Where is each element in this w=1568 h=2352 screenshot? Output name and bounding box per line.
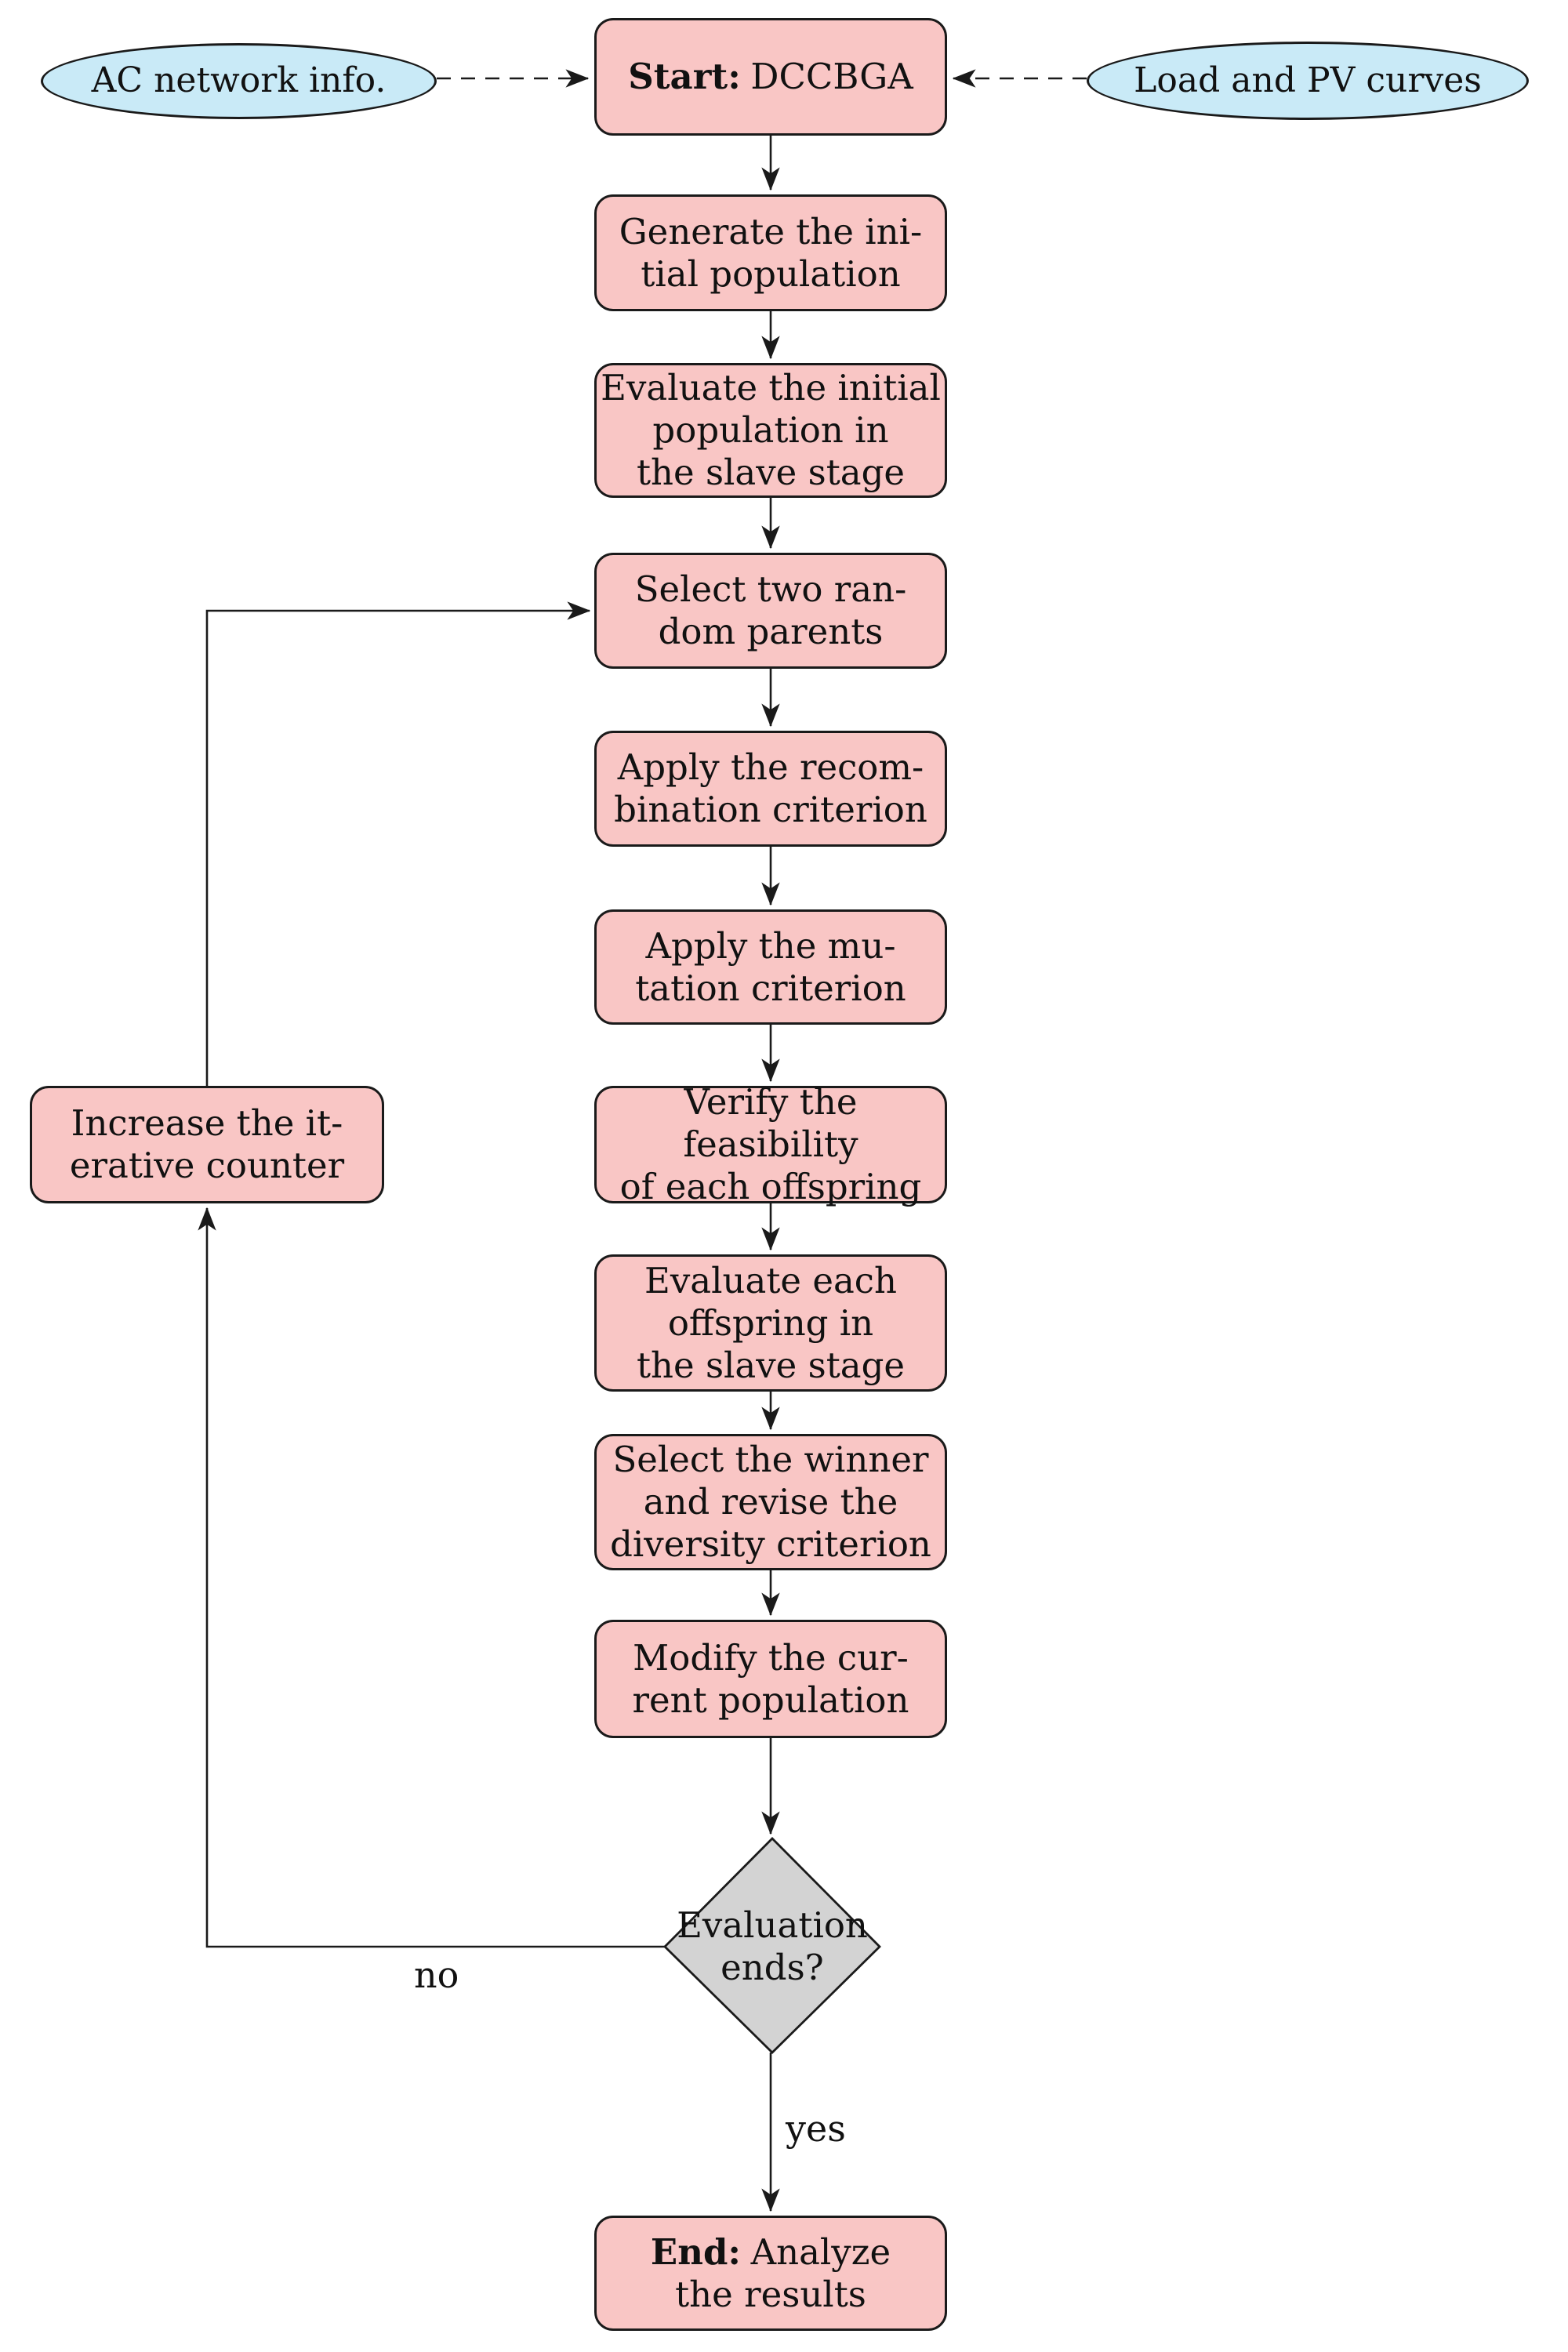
- step-increase-counter: Increase the it- erative counter: [30, 1086, 384, 1203]
- start-text: DCCBGA: [750, 56, 913, 97]
- step-label: Modify the cur-: [633, 1636, 909, 1679]
- end-node: End:Analyze the results: [594, 2216, 947, 2331]
- start-node: Start:DCCBGA: [594, 18, 947, 136]
- step-label: bination criterion: [614, 789, 927, 830]
- step-select-parents: Select two ran- dom parents: [594, 553, 947, 669]
- end-text: Analyze: [750, 2230, 891, 2273]
- input-ellipse-ac-network: AC network info.: [41, 43, 437, 119]
- decision-label: Evaluation: [677, 1904, 868, 1946]
- decision-evaluation-ends: Evaluation ends?: [665, 1882, 880, 2011]
- start-keyword: Start:: [628, 56, 741, 97]
- step-label: Verify the feasibility: [683, 1081, 858, 1165]
- step-recombination: Apply the recom- bination criterion: [594, 731, 947, 847]
- step-generate-population: Generate the ini- tial population: [594, 194, 947, 311]
- step-label: erative counter: [69, 1145, 345, 1186]
- step-label: rent population: [632, 1679, 909, 1721]
- step-label: Select two ran-: [634, 568, 907, 610]
- connector-counter-to-select-parents: [205, 601, 591, 1086]
- step-modify-population: Modify the cur- rent population: [594, 1620, 947, 1738]
- step-select-winner: Select the winner and revise the diversi…: [594, 1434, 947, 1570]
- step-label: Evaluate the initial: [601, 367, 941, 408]
- step-label: tial population: [641, 252, 901, 295]
- step-label: Generate the ini-: [619, 210, 923, 252]
- step-evaluate-initial-population: Evaluate the initial population in the s…: [594, 363, 947, 498]
- step-label: Evaluate each: [644, 1259, 897, 1301]
- step-label: Apply the mu-: [645, 924, 896, 967]
- step-label: dom parents: [658, 611, 884, 652]
- step-label: population in: [652, 409, 889, 451]
- end-label: the results: [675, 2273, 866, 2315]
- edge-label-no: no: [414, 1954, 459, 1996]
- start-label: Start:DCCBGA: [628, 56, 913, 98]
- step-mutation: Apply the mu- tation criterion: [594, 909, 947, 1025]
- step-label: diversity criterion: [610, 1523, 931, 1565]
- step-label: Apply the recom-: [617, 746, 924, 788]
- step-label: Select the winner: [612, 1439, 929, 1480]
- step-label: and revise the: [643, 1481, 898, 1523]
- step-label: the slave stage: [636, 452, 906, 493]
- decision-diamond-shape: [663, 1837, 881, 2054]
- step-label: of each offspring: [619, 1166, 922, 1207]
- step-label: offspring in: [667, 1301, 874, 1344]
- step-label: Increase the it-: [71, 1102, 343, 1144]
- connector-decision-no-to-counter: [198, 1207, 665, 1948]
- edge-label-yes: yes: [786, 2107, 846, 2150]
- input-label: Load and PV curves: [1134, 60, 1482, 100]
- step-evaluate-offspring: Evaluate each offspring in the slave sta…: [594, 1254, 947, 1392]
- decision-label: ends?: [720, 1946, 824, 1988]
- end-label: End:Analyze: [651, 2231, 891, 2274]
- step-label: tation criterion: [635, 967, 906, 1009]
- end-keyword: End:: [650, 2230, 742, 2273]
- step-verify-feasibility: Verify the feasibility of each offspring: [594, 1081, 947, 1207]
- input-label: AC network info.: [91, 60, 387, 101]
- step-label: the slave stage: [636, 1344, 906, 1386]
- input-ellipse-load-pv: Load and PV curves: [1087, 42, 1529, 120]
